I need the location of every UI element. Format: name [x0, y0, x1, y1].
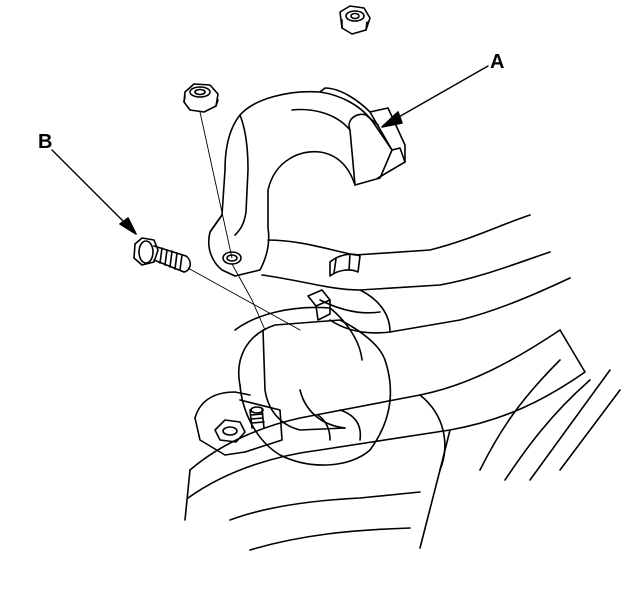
flange-nut [183, 83, 219, 113]
clip-tab [307, 289, 331, 321]
bracket-clamp [207, 87, 406, 277]
top-nut [339, 5, 371, 35]
leader-arrow-a [381, 65, 489, 128]
crossmember [184, 329, 621, 551]
leader-arrow-b [51, 149, 137, 235]
flange-bolt [133, 237, 192, 273]
hose-clamp [329, 253, 361, 277]
mount-base-plate [194, 391, 283, 456]
callout-label-b: B [38, 131, 53, 153]
rubber-mount [234, 306, 392, 466]
lower-nut [214, 419, 246, 443]
callout-label-a: A [490, 51, 505, 73]
assembly-guide-lines [187, 111, 301, 331]
lower-stud [249, 406, 265, 429]
hose-pipe [261, 214, 571, 334]
